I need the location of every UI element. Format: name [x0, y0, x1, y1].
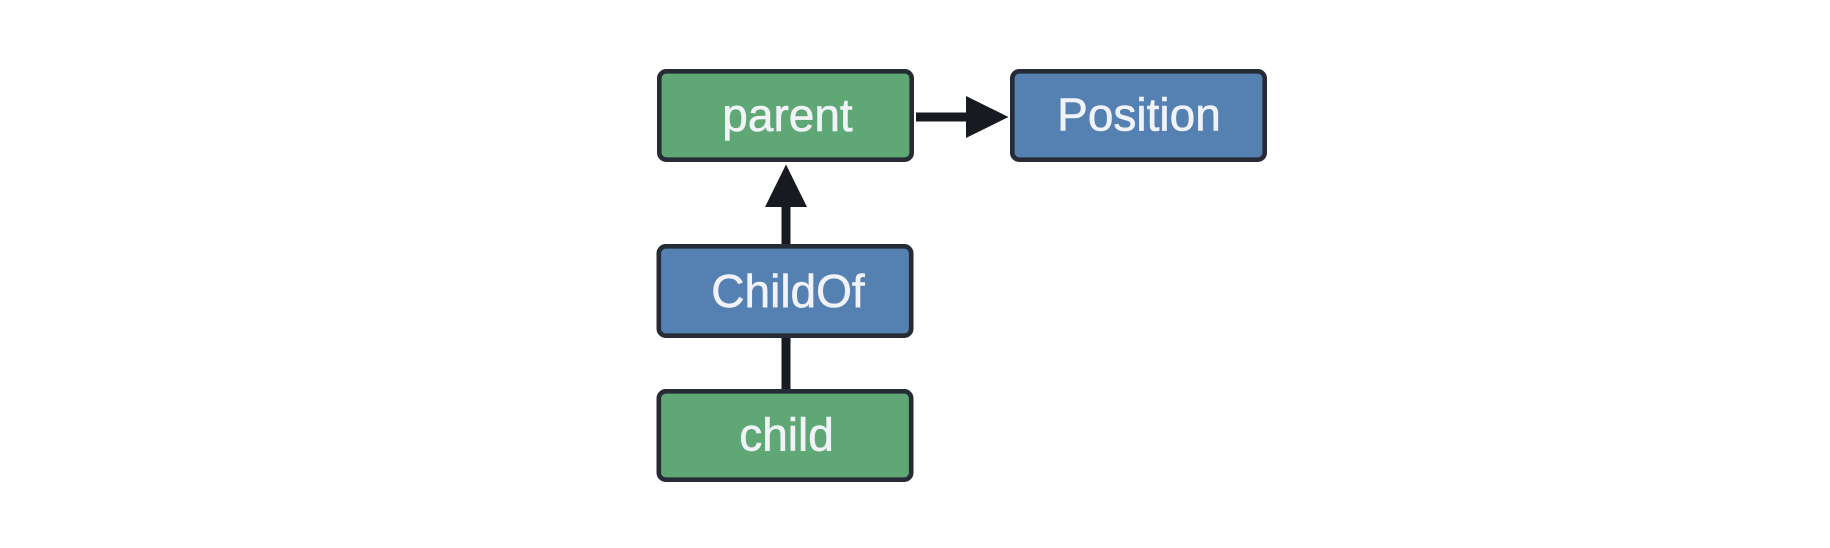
svg-text:ChildOf: ChildOf	[711, 265, 865, 317]
svg-text:child: child	[739, 409, 834, 461]
svg-text:Position: Position	[1057, 88, 1221, 140]
svg-text:parent: parent	[722, 89, 853, 141]
